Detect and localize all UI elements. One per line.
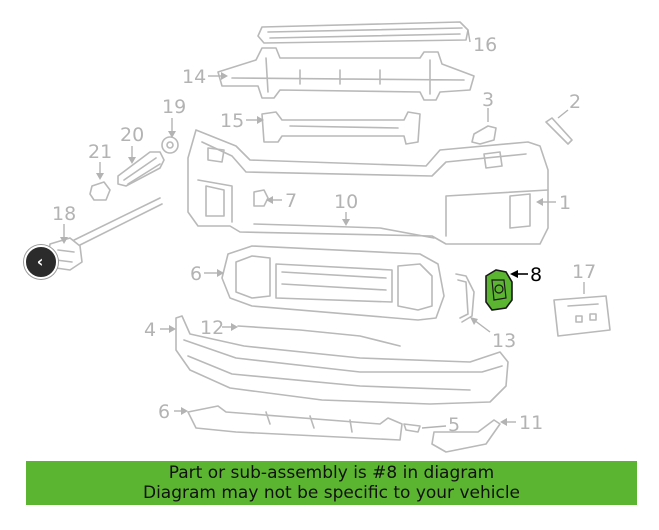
part-20[interactable] — [117, 151, 165, 187]
callout-1[interactable]: 1 — [559, 192, 571, 214]
callout-19[interactable]: 19 — [162, 96, 186, 118]
callout-16[interactable]: 16 — [473, 34, 497, 56]
callout-12[interactable]: 12 — [200, 317, 224, 339]
callout-11[interactable]: 10 — [334, 191, 358, 213]
part-8-highlighted[interactable] — [485, 269, 513, 311]
callout-7[interactable]: 6 — [190, 263, 202, 285]
part-17[interactable] — [553, 295, 611, 337]
callout-5[interactable]: 5 — [448, 414, 460, 436]
info-banner: Part or sub-assembly is #8 in diagram Di… — [26, 461, 637, 505]
banner-line-1: Part or sub-assembly is #8 in diagram — [168, 463, 495, 483]
part-14[interactable] — [217, 47, 475, 101]
part-11[interactable] — [253, 223, 435, 239]
part-19[interactable] — [161, 136, 179, 154]
callout-8[interactable]: 8 — [530, 264, 542, 286]
callout-15[interactable]: 15 — [220, 110, 244, 132]
part-5[interactable] — [403, 423, 421, 433]
back-button[interactable]: ‹ — [24, 245, 58, 279]
callout-10[interactable]: 11 — [519, 412, 543, 434]
callout-14[interactable]: 14 — [182, 66, 206, 88]
part-12[interactable] — [237, 325, 401, 347]
part-4[interactable] — [175, 315, 509, 405]
part-15[interactable] — [261, 111, 421, 145]
chevron-left-icon: ‹ — [36, 252, 44, 271]
parts-diagram: 16 14 15 19 20 21 18 3 2 1 — [47, 21, 611, 453]
callout-2[interactable]: 2 — [569, 91, 581, 113]
callouts: 16 14 15 19 20 21 18 3 2 1 — [52, 29, 596, 436]
callout-13[interactable]: 13 — [492, 330, 516, 352]
banner-line-2: Diagram may not be specific to your vehi… — [142, 483, 520, 503]
part-2[interactable] — [545, 117, 573, 145]
part-6[interactable] — [187, 405, 403, 441]
part-7[interactable] — [221, 245, 445, 321]
part-21[interactable] — [89, 181, 111, 201]
callout-17[interactable]: 17 — [572, 261, 596, 283]
callout-20[interactable]: 20 — [120, 124, 144, 146]
part-9[interactable] — [253, 189, 269, 207]
callout-18[interactable]: 18 — [52, 203, 76, 225]
callout-9[interactable]: 7 — [285, 190, 297, 212]
part-1[interactable] — [187, 129, 549, 245]
part-3[interactable] — [471, 125, 497, 145]
callout-21[interactable]: 21 — [88, 141, 112, 163]
part-13[interactable] — [455, 273, 475, 323]
part-16[interactable] — [257, 21, 469, 44]
part-10[interactable] — [431, 419, 501, 453]
callout-3[interactable]: 3 — [482, 89, 494, 111]
